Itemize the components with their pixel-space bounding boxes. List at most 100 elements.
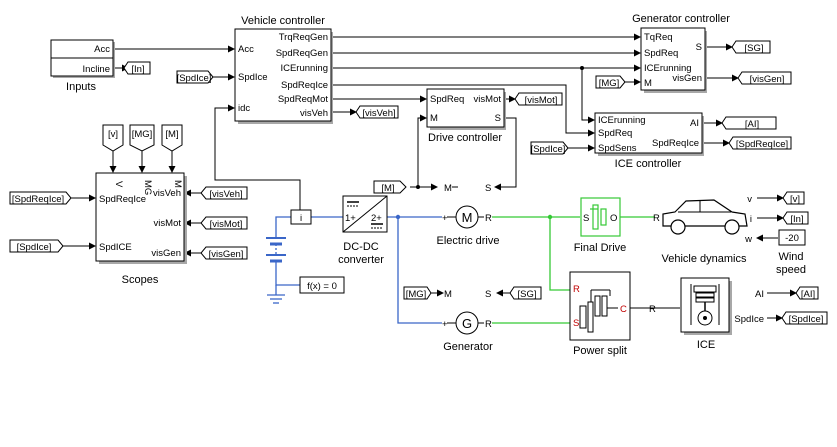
- tag-vd-in[interactable]: [In]: [782, 211, 809, 225]
- svg-text:[SpdIce]: [SpdIce]: [789, 314, 824, 325]
- scopes-block[interactable]: V MG M SpdReqIce SpdICE visVeh visMot vi…: [95, 172, 187, 286]
- tag-scope-m[interactable]: [M]: [161, 124, 183, 152]
- tag-scope-vismot[interactable]: [visMot]: [200, 216, 248, 230]
- power-split-port-s: S: [573, 318, 579, 329]
- vehicle-dynamics-block[interactable]: R v i w Vehicle dynamics: [653, 194, 752, 265]
- tag-ice-spdice[interactable]: [SpdIce]: [781, 311, 828, 325]
- wind-speed-value: -20: [785, 233, 799, 244]
- svg-text:[visVeh]: [visVeh]: [362, 108, 395, 119]
- electric-drive-block[interactable]: M + R M S Electric drive: [437, 183, 500, 247]
- mechanical-lines: [492, 214, 655, 324]
- svg-text:[visMot]: [visMot]: [210, 219, 243, 230]
- scopes-top-v: V: [113, 181, 124, 188]
- dcdc-title-line2: converter: [338, 254, 384, 266]
- ice-controller-title: ICE controller: [615, 158, 682, 170]
- ice-title: ICE: [697, 339, 715, 351]
- icec-in-spdreq: SpdReq: [598, 128, 632, 139]
- generator-icon: G: [462, 316, 472, 331]
- tag-scope-v[interactable]: [v]: [102, 124, 124, 152]
- svg-text:[visGen]: [visGen]: [750, 74, 785, 85]
- electrical-lines: [275, 214, 442, 324]
- dc-out-s: S: [495, 113, 501, 124]
- wind-speed-title-line1: Wind: [778, 251, 803, 263]
- ed-port-s: S: [485, 183, 491, 194]
- wind-speed-block[interactable]: -20 Wind speed: [776, 229, 806, 276]
- svg-text:[MG]: [MG]: [406, 289, 427, 300]
- dcdc-port-1: 1+: [345, 213, 356, 224]
- ed-port-r: R: [485, 213, 492, 224]
- ice-controller-block[interactable]: ICErunning SpdReq SpdSens AI SpdReqIce I…: [594, 112, 704, 170]
- electric-drive-title: Electric drive: [437, 235, 500, 247]
- tag-mg-gc[interactable]: [MG]: [595, 75, 626, 89]
- tag-sg-gen[interactable]: [SG]: [509, 286, 542, 300]
- scopes-in-spdice: SpdICE: [99, 242, 132, 253]
- tag-scope-visveh[interactable]: [visVeh]: [200, 186, 248, 200]
- car-icon: [662, 199, 748, 235]
- tag-spdice-ice[interactable]: [SpdIce]: [530, 141, 569, 155]
- scopes-in-visveh: visVeh: [153, 188, 181, 199]
- scopes-in-visgen: visGen: [151, 248, 181, 259]
- tag-scope-mg[interactable]: [MG]: [129, 124, 155, 152]
- generator-title: Generator: [443, 341, 493, 353]
- vehicle-controller-block[interactable]: Vehicle controller Acc SpdIce idc TrqReq…: [234, 15, 333, 124]
- final-drive-port-s: S: [583, 213, 589, 224]
- tag-vismot-dc[interactable]: [visMot]: [514, 92, 563, 106]
- tag-ice-ai[interactable]: [AI]: [795, 286, 819, 300]
- svg-text:[visMot]: [visMot]: [525, 95, 558, 106]
- tag-scope-visgen[interactable]: [visGen]: [200, 246, 248, 260]
- solver-config-block[interactable]: f(x) = 0: [299, 276, 345, 294]
- tag-in-outputs[interactable]: [In]: [123, 61, 151, 75]
- vd-port-i: i: [750, 214, 752, 225]
- tag-spdreqice-ice[interactable]: [SpdReqIce]: [728, 136, 792, 150]
- vc-out-spdreqice: SpdReqIce: [281, 80, 328, 91]
- vc-in-acc: Acc: [238, 44, 254, 55]
- svg-text:[SpdReqIce]: [SpdReqIce]: [736, 139, 788, 150]
- tag-scope-spdice[interactable]: [SpdIce]: [9, 239, 64, 253]
- dcdc-port-2: 2+: [371, 213, 382, 224]
- vc-in-idc: idc: [238, 103, 250, 114]
- ice-block[interactable]: R AI SpdIce ICE: [649, 277, 764, 351]
- power-split-title: Power split: [573, 345, 627, 357]
- drive-controller-block[interactable]: SpdReq M visMot S Drive controller: [426, 88, 506, 144]
- power-split-port-c: C: [620, 304, 627, 315]
- tag-mg-gen[interactable]: [MG]: [403, 286, 432, 300]
- generator-block[interactable]: G + R M S Generator: [442, 289, 493, 353]
- scopes-in-spdreqice: SpdReqIce: [99, 194, 146, 205]
- inputs-block[interactable]: Acc Incline Inputs: [50, 39, 115, 93]
- ice-port-r: R: [649, 304, 656, 315]
- tag-visgen-gc[interactable]: [visGen]: [737, 71, 792, 85]
- generator-controller-block[interactable]: Generator controller TqReq SpdReq ICErun…: [632, 13, 730, 93]
- tag-sg-gc[interactable]: [SG]: [731, 40, 771, 54]
- current-sensor-label: i: [300, 213, 302, 224]
- svg-text:[SpdIce]: [SpdIce]: [17, 242, 52, 253]
- tag-ai-ice[interactable]: [AI]: [721, 116, 777, 130]
- dcdc-title-line1: DC-DC: [343, 241, 378, 253]
- vc-out-visveh: visVeh: [300, 108, 328, 119]
- gc-in-spdreq: SpdReq: [644, 48, 678, 59]
- tag-vd-v[interactable]: [v]: [782, 191, 805, 205]
- battery-icon[interactable]: [266, 230, 286, 273]
- wind-speed-title-line2: speed: [776, 264, 806, 276]
- vc-in-spdice: SpdIce: [238, 72, 268, 83]
- icec-in-icerunning: ICErunning: [598, 115, 646, 126]
- tag-scope-spdreqice[interactable]: [SpdReqIce]: [9, 191, 72, 205]
- svg-text:[visGen]: [visGen]: [209, 249, 244, 260]
- svg-text:[SpdIce]: [SpdIce]: [177, 73, 212, 84]
- current-sensor-block[interactable]: i: [290, 209, 312, 225]
- icec-out-ai: AI: [690, 118, 699, 129]
- final-drive-port-o: O: [610, 213, 617, 224]
- power-split-block[interactable]: R S C Power split: [569, 271, 631, 357]
- gc-in-tqreq: TqReq: [644, 32, 673, 43]
- icec-out-spdreqice: SpdReqIce: [652, 138, 699, 149]
- inputs-port-acc: Acc: [94, 44, 110, 55]
- tag-m-drive[interactable]: [M]: [373, 180, 407, 194]
- solver-config-label: f(x) = 0: [307, 281, 337, 292]
- dcdc-converter-block[interactable]: 1+ 2+ DC-DC converter: [338, 195, 388, 266]
- tag-spdice-vc[interactable]: [SpdIce]: [176, 70, 214, 84]
- final-drive-block[interactable]: S O Final Drive: [574, 197, 627, 254]
- vc-out-spdreqmot: SpdReqMot: [278, 94, 329, 105]
- tag-visveh-vc[interactable]: [visVeh]: [355, 105, 399, 119]
- signal-lines: [63, 33, 797, 322]
- vd-port-w: w: [744, 234, 752, 245]
